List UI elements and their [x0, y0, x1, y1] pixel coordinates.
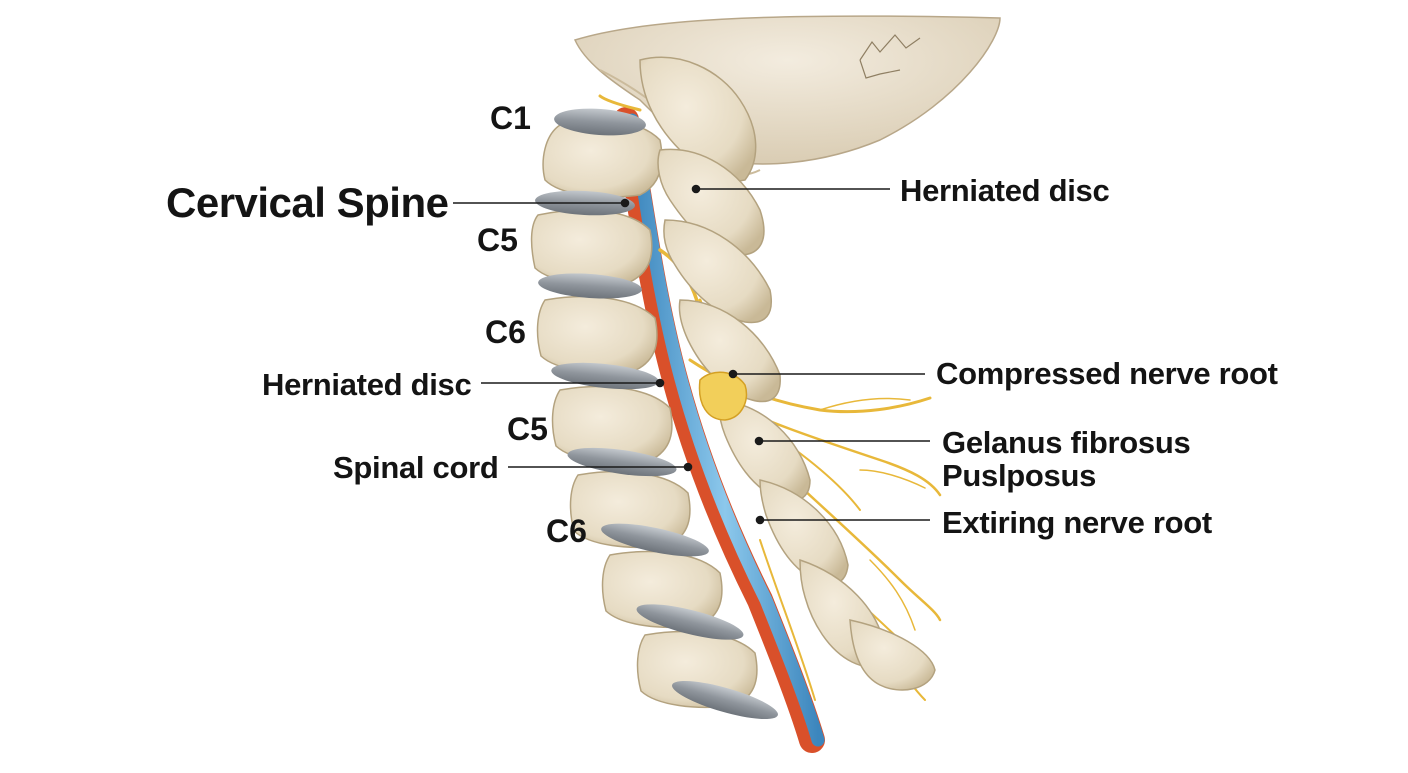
level-label-c5-upper: C5 — [477, 222, 518, 258]
leader-dot — [655, 378, 665, 388]
level-label-c6-upper: C6 — [485, 314, 526, 350]
leader-dot — [683, 462, 693, 472]
leader-dot — [728, 369, 738, 379]
compressed-ganglion — [698, 371, 748, 421]
level-label-c6-lower: C6 — [546, 513, 587, 549]
level-label-c1: C1 — [490, 100, 531, 136]
label-extiring-nerve-root: Extiring nerve root — [942, 505, 1212, 540]
title-cervical-spine: Cervical Spine — [166, 179, 449, 226]
label-compressed-nerve-root: Compressed nerve root — [936, 356, 1278, 391]
leader-dot — [754, 436, 764, 446]
spinous-processes — [639, 56, 936, 691]
label-puslposus: Puslposus — [942, 458, 1097, 493]
label-spinal-cord: Spinal cord — [333, 450, 499, 485]
leader-dot — [620, 198, 630, 208]
leader-dot — [755, 515, 765, 525]
leader-dot — [691, 184, 701, 194]
label-herniated-disc-right: Herniated disc — [900, 173, 1110, 208]
leader-lines — [453, 184, 930, 525]
level-label-c5-lower: C5 — [507, 411, 548, 447]
label-gelanus-fibrosus: Gelanus fibrosus — [942, 425, 1191, 460]
label-herniated-disc-left: Herniated disc — [262, 367, 472, 402]
